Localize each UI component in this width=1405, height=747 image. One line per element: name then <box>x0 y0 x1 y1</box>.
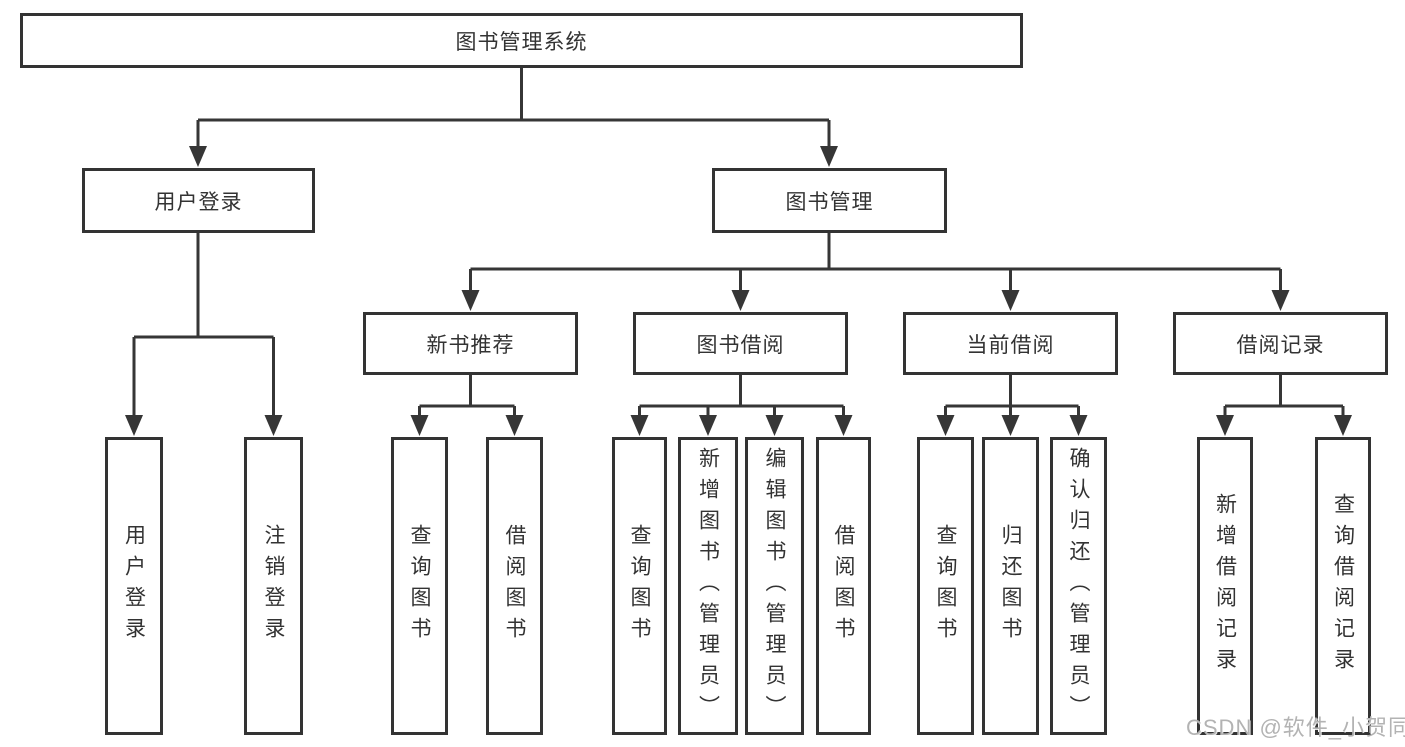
leaf-logout: 注销登录 <box>244 437 303 735</box>
arrow-down-icon <box>1334 415 1352 436</box>
arrow-down-icon <box>1001 415 1020 436</box>
arrow-down-icon <box>1271 290 1290 311</box>
node-library-system: 图书管理系统 <box>20 13 1023 68</box>
node-label: 当前借阅 <box>966 333 1055 357</box>
node-label: 图书借阅 <box>696 333 785 357</box>
leaf-query-borrow-record: 查询借阅记录 <box>1315 437 1371 735</box>
node-label: 查询图书 <box>408 524 431 648</box>
leaf-recommend-query-books: 查询图书 <box>391 437 448 735</box>
node-borrow-records: 借阅记录 <box>1173 312 1388 375</box>
leaf-borrow-books: 借阅图书 <box>816 437 871 735</box>
node-label: 确认归还（管理员） <box>1067 446 1090 726</box>
arrow-down-icon <box>1216 415 1234 436</box>
leaf-recommend-borrow-books: 借阅图书 <box>486 437 543 735</box>
arrow-down-icon <box>765 415 784 436</box>
node-label: 图书管理系统 <box>455 30 588 54</box>
arrow-down-icon <box>1069 415 1088 436</box>
arrow-down-icon <box>505 415 524 436</box>
arrow-down-icon <box>1001 290 1020 311</box>
node-label: 查询图书 <box>934 524 957 648</box>
arrow-down-icon <box>410 415 429 436</box>
arrow-down-icon <box>630 415 649 436</box>
node-label: 图书管理 <box>785 190 874 214</box>
leaf-user-login: 用户登录 <box>105 437 163 735</box>
leaf-add-books-admin: 新增图书（管理员） <box>678 437 738 735</box>
node-label: 借阅图书 <box>832 524 855 648</box>
node-book-management: 图书管理 <box>712 168 947 233</box>
node-label: 用户登录 <box>122 524 146 648</box>
node-book-borrow: 图书借阅 <box>633 312 848 375</box>
node-label: 查询图书 <box>628 524 651 648</box>
arrow-down-icon <box>820 146 838 167</box>
node-label: 编辑图书（管理员） <box>763 446 786 726</box>
arrow-down-icon <box>125 415 143 436</box>
connector-stroke-group <box>132 68 1345 420</box>
csdn-watermark: CSDN @软件_小贺同学 <box>1186 715 1405 740</box>
node-label: 注销登录 <box>262 524 285 648</box>
node-label: 归还图书 <box>999 524 1022 648</box>
node-new-book-recommend: 新书推荐 <box>363 312 578 375</box>
leaf-borrow-query-books: 查询图书 <box>612 437 667 735</box>
arrow-down-icon <box>834 415 853 436</box>
leaf-add-borrow-record: 新增借阅记录 <box>1197 437 1253 735</box>
leaf-current-query-books: 查询图书 <box>917 437 974 735</box>
node-label: 新书推荐 <box>426 333 515 357</box>
arrow-down-icon <box>731 290 750 311</box>
arrow-down-icon <box>264 415 283 436</box>
node-label: 借阅记录 <box>1236 333 1325 357</box>
arrowhead-group <box>125 146 1352 436</box>
arrow-down-icon <box>936 415 955 436</box>
node-label: 新增借阅记录 <box>1213 493 1237 679</box>
leaf-return-books: 归还图书 <box>982 437 1039 735</box>
arrow-down-icon <box>461 290 480 311</box>
node-current-borrow: 当前借阅 <box>903 312 1118 375</box>
node-label: 查询借阅记录 <box>1331 493 1355 679</box>
node-label: 借阅图书 <box>503 524 526 648</box>
node-label: 新增图书（管理员） <box>696 446 720 726</box>
leaf-edit-books-admin: 编辑图书（管理员） <box>745 437 804 735</box>
arrow-down-icon <box>189 146 207 167</box>
arrow-down-icon <box>699 415 717 436</box>
leaf-confirm-return-admin: 确认归还（管理员） <box>1050 437 1107 735</box>
node-label: 用户登录 <box>154 190 243 214</box>
node-user-login: 用户登录 <box>82 168 315 233</box>
